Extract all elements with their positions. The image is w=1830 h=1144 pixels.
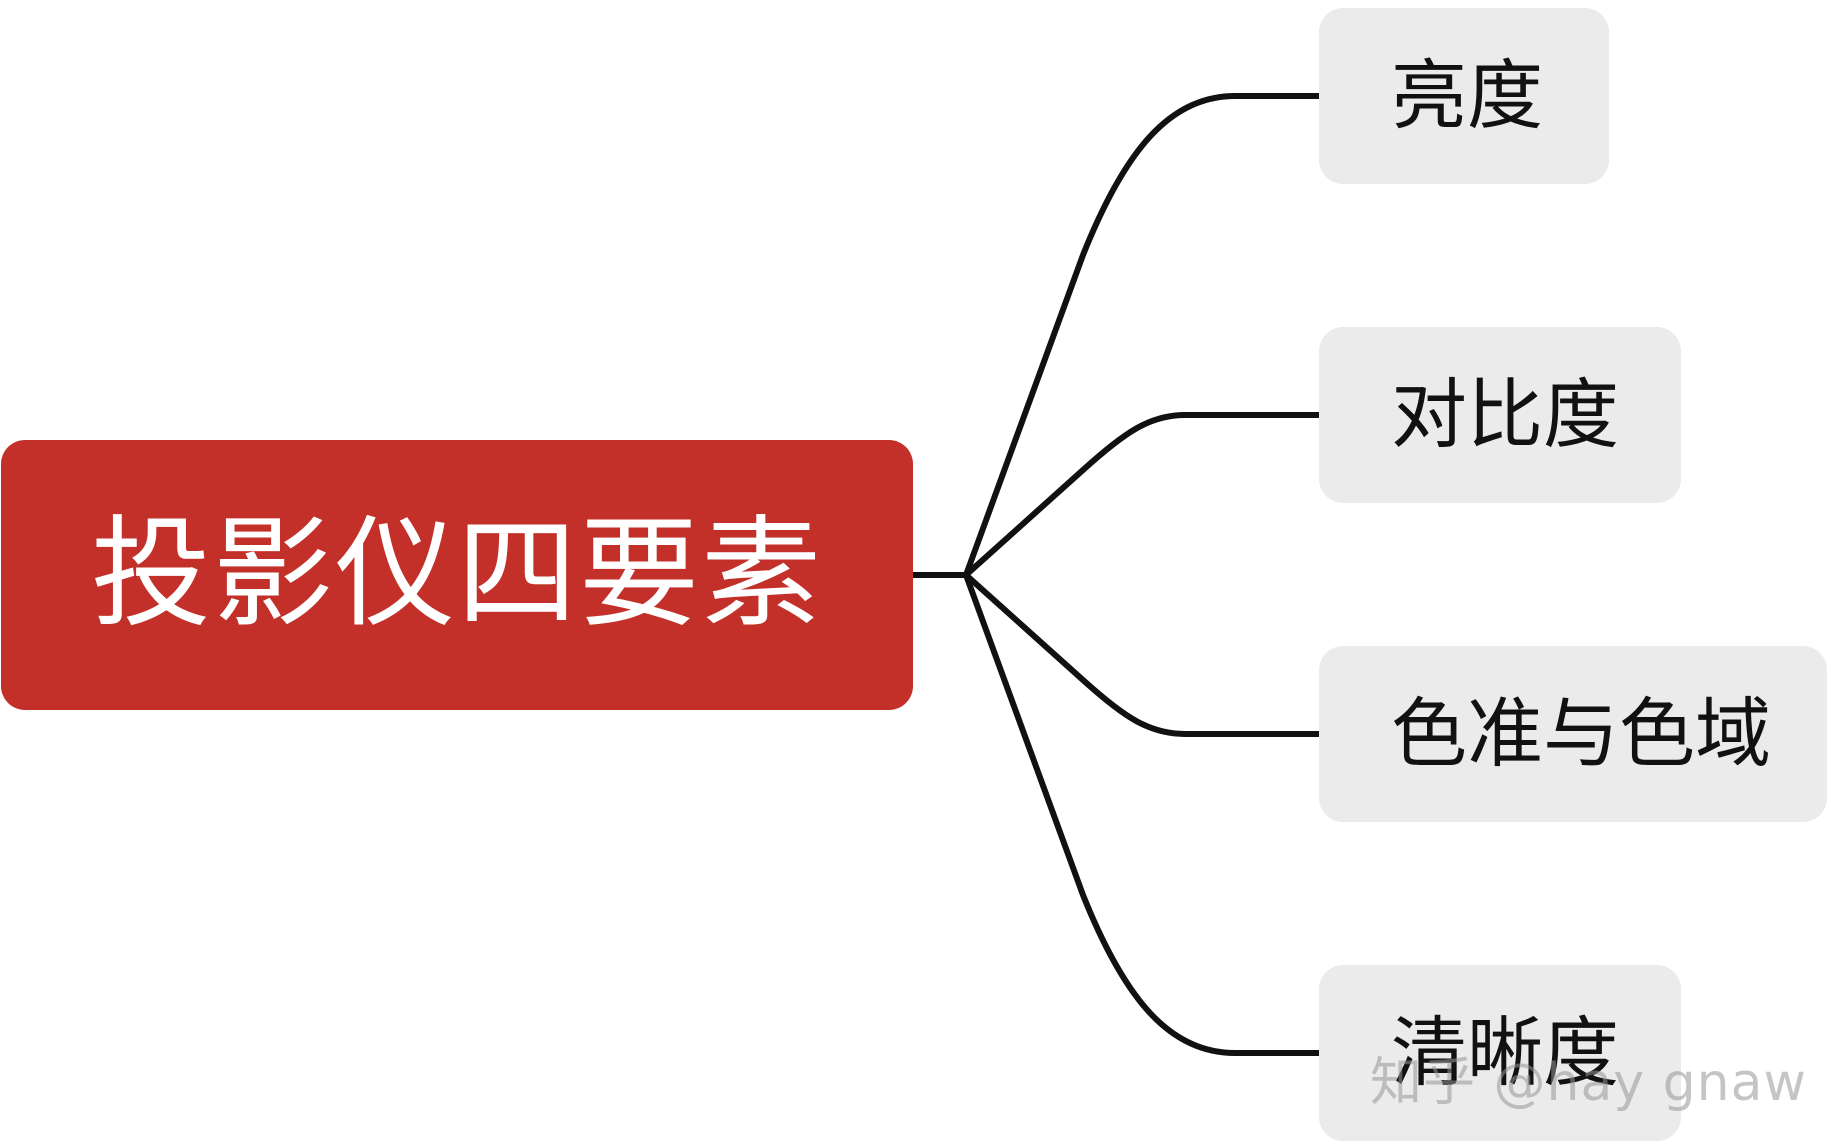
child-node-contrast: 对比度 — [1319, 327, 1681, 503]
child-node-sharpness: 清晰度 — [1319, 965, 1681, 1141]
root-node: 投影仪四要素 — [1, 440, 913, 710]
child-node-label: 对比度 — [1391, 370, 1619, 459]
connector-branch-4 — [963, 572, 1322, 1056]
connector-branch-2 — [963, 412, 1322, 578]
child-node-label: 亮度 — [1391, 51, 1543, 140]
child-node-label: 清晰度 — [1391, 1008, 1619, 1097]
connector-branch-1 — [963, 93, 1322, 578]
child-node-label: 色准与色域 — [1391, 689, 1771, 778]
watermark: 知乎 @hay gnaw — [1370, 1053, 1808, 1113]
child-node-brightness: 亮度 — [1319, 8, 1609, 184]
child-node-color-accuracy-gamut: 色准与色域 — [1319, 646, 1827, 822]
root-node-label: 投影仪四要素 — [91, 505, 823, 644]
connector-branch-3 — [963, 572, 1322, 737]
